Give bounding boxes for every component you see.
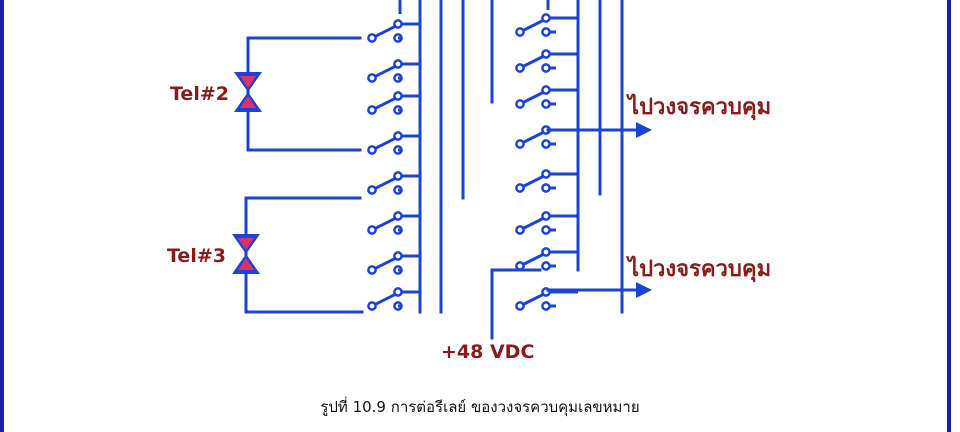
left-relay-contact-7 bbox=[367, 251, 420, 275]
left-relay-contact-8 bbox=[367, 287, 420, 311]
output-label-1: ไปวงจรควบคุม bbox=[626, 93, 771, 121]
tel3-bracket-wire bbox=[244, 196, 364, 314]
output-arrow-1 bbox=[546, 122, 652, 138]
right-relay-contact-5 bbox=[515, 169, 578, 193]
right-relay-contact-3 bbox=[515, 85, 578, 109]
right-relay-contact-6 bbox=[515, 211, 578, 235]
tel2-ringer-icon bbox=[234, 72, 262, 112]
left-relay-contact-1 bbox=[367, 19, 420, 43]
vdc-label: +48 VDC bbox=[441, 341, 534, 363]
tel2-bracket-wire bbox=[246, 36, 362, 152]
left-relay-bank bbox=[367, 0, 420, 311]
tel3-label: Tel#3 bbox=[167, 245, 226, 267]
left-relay-contact-5 bbox=[367, 171, 420, 195]
right-relay-contact-1 bbox=[515, 13, 578, 37]
output-label-2: ไปวงจรควบคุม bbox=[626, 255, 771, 283]
right-relay-contact-2 bbox=[515, 49, 578, 73]
right-relay-contact-7 bbox=[515, 247, 578, 271]
vdc-feed-wire bbox=[490, 268, 542, 340]
left-relay-contact-4 bbox=[367, 131, 420, 155]
right-relay-bank bbox=[515, 0, 578, 311]
figure-caption: รูปที่ 10.9 การต่อรีเลย์ ของวงจรควบคุมเล… bbox=[320, 398, 640, 416]
left-relay-contact-6 bbox=[367, 211, 420, 235]
left-relay-contact-3 bbox=[367, 91, 420, 115]
tel3-ringer-icon bbox=[232, 234, 260, 274]
left-relay-contact-2 bbox=[367, 59, 420, 83]
right-relay-contact-8 bbox=[515, 287, 578, 311]
tel2-label: Tel#2 bbox=[170, 83, 229, 105]
output-arrow-2 bbox=[546, 282, 652, 298]
